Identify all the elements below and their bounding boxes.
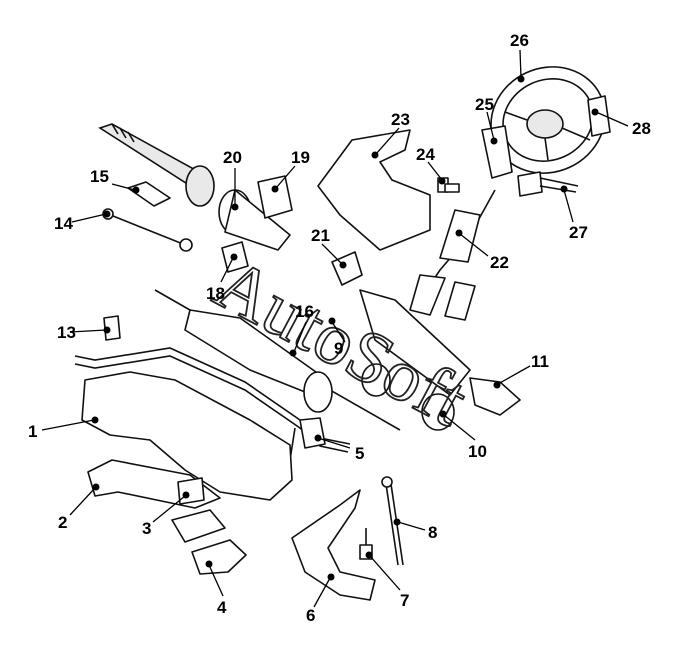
rack-assembly-right	[359, 289, 521, 431]
callout-4: 4	[217, 598, 227, 617]
stalk-switches	[517, 171, 579, 197]
drive-shaft	[98, 123, 215, 207]
column-shroud	[317, 129, 431, 251]
mounting-bracket	[257, 175, 293, 219]
callout-16: 16	[295, 302, 314, 321]
pinion-housing	[331, 251, 363, 286]
callout-25: 25	[475, 95, 494, 114]
steering-wheel	[490, 66, 606, 174]
callout-6: 6	[306, 606, 315, 625]
callout-26: 26	[510, 31, 529, 50]
steering-rack	[154, 289, 401, 431]
mounting-plate	[191, 539, 247, 575]
control-arm	[291, 489, 376, 601]
callout-24: 24	[416, 145, 435, 164]
callout-23: 23	[391, 110, 410, 129]
callout-18: 18	[206, 284, 225, 303]
callout-10: 10	[468, 442, 487, 461]
callout-labels: 1 2 3 4 5 6 7 8 9 10 11 13 14 15 16 18 1…	[28, 31, 651, 625]
callout-8: 8	[428, 523, 437, 542]
callout-2: 2	[58, 513, 67, 532]
stabilizer-clamp	[299, 417, 326, 449]
subframe	[81, 371, 293, 501]
callout-27: 27	[569, 223, 588, 242]
callout-21: 21	[311, 226, 330, 245]
callout-28: 28	[632, 119, 651, 138]
callout-9: 9	[334, 339, 343, 358]
cv-joint-boot	[218, 189, 291, 251]
callout-20: 20	[223, 148, 242, 167]
callout-19: 19	[291, 148, 310, 167]
callout-7: 7	[400, 591, 409, 610]
tie-rod	[102, 208, 193, 252]
callout-3: 3	[142, 519, 151, 538]
column-cover-right	[587, 95, 611, 137]
leader-lines	[41, 49, 629, 608]
callout-13: 13	[57, 323, 76, 342]
callout-14: 14	[54, 214, 73, 233]
callout-11: 11	[531, 352, 549, 371]
callout-5: 5	[355, 444, 364, 463]
callout-1: 1	[28, 422, 37, 441]
column-switch-housing	[481, 125, 513, 179]
tie-rod-end	[127, 181, 171, 207]
callout-22: 22	[490, 253, 509, 272]
callout-15: 15	[90, 167, 109, 186]
